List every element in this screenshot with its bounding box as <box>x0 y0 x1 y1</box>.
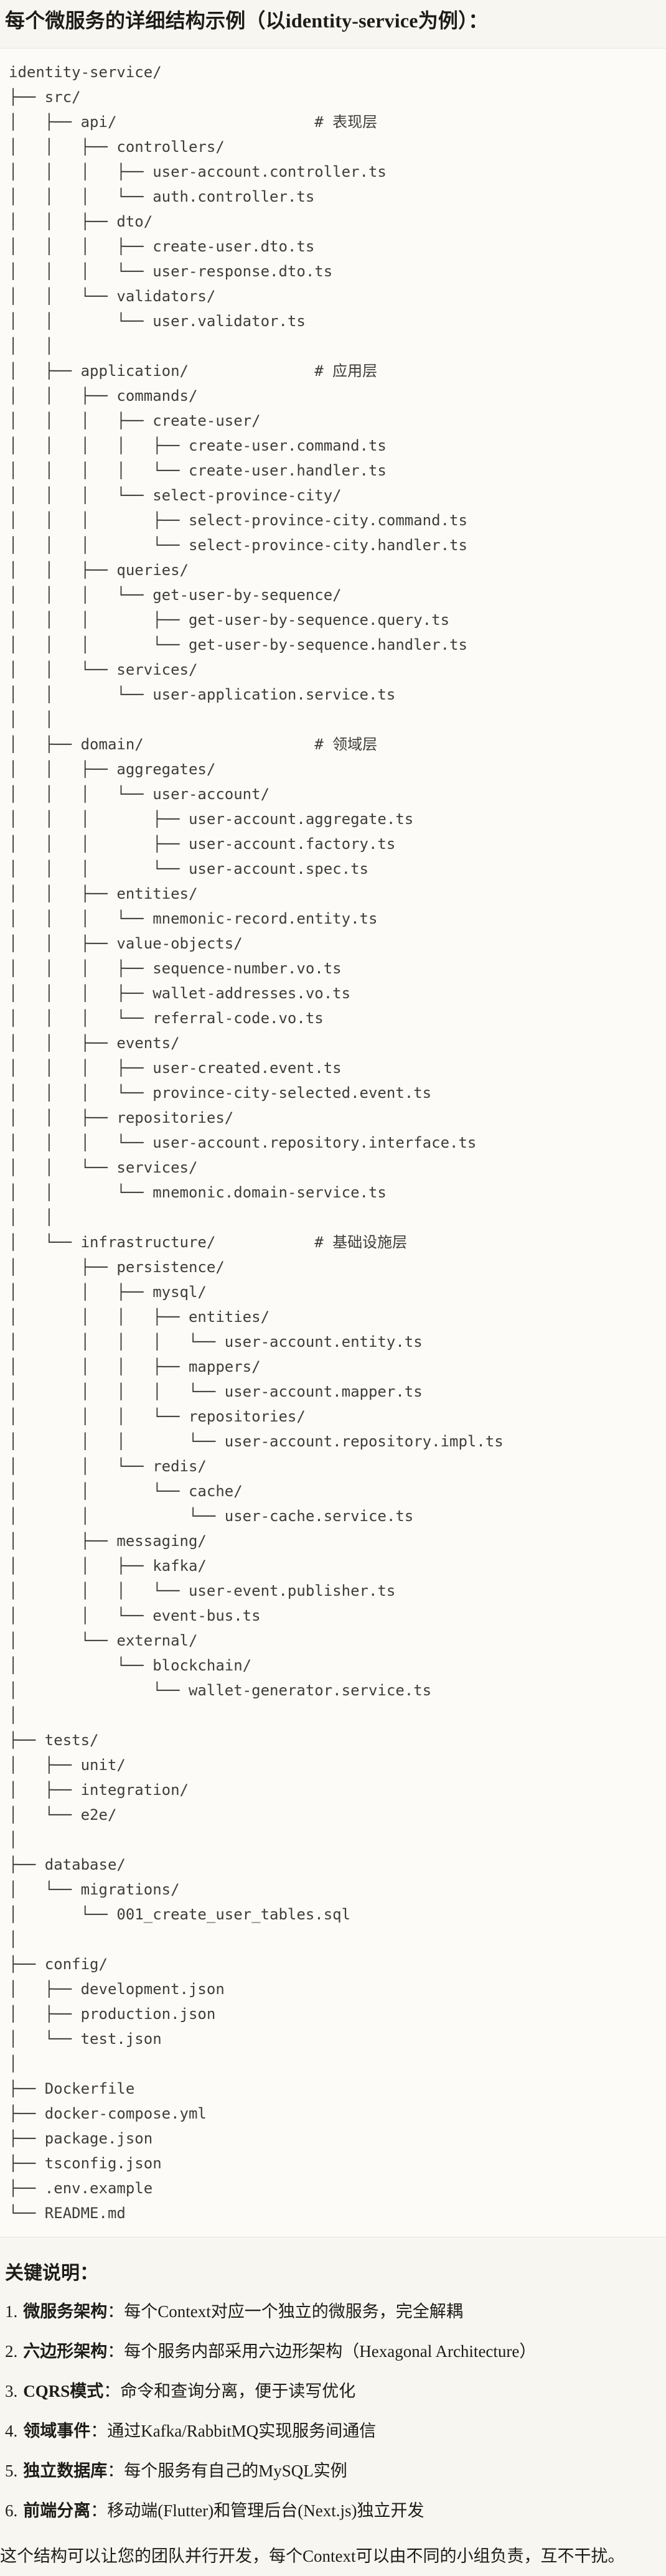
note-colon: ： <box>107 2461 124 2480</box>
note-colon: ： <box>107 2342 124 2361</box>
note-item: 3. CQRS模式：命令和查询分离，便于读写优化 <box>5 2381 661 2403</box>
notes-heading: 关键说明： <box>5 2263 98 2284</box>
note-number: 1. <box>5 2302 18 2321</box>
note-number: 5. <box>5 2461 18 2480</box>
note-label: CQRS模式 <box>23 2382 104 2400</box>
code-block: identity-service/ ├── src/ │ ├── api/ # … <box>0 48 666 2238</box>
note-label: 领域事件 <box>23 2421 91 2440</box>
note-number: 6. <box>5 2501 18 2520</box>
note-colon: ： <box>103 2382 121 2400</box>
note-text: 每个服务内部采用六边形架构（Hexagonal Architecture） <box>124 2342 537 2361</box>
note-text: 移动端(Flutter)和管理后台(Next.js)独立开发 <box>107 2501 424 2520</box>
note-label: 六边形架构 <box>23 2342 108 2361</box>
note-item: 1. 微服务架构：每个Context对应一个独立的微服务，完全解耦 <box>5 2301 661 2323</box>
note-colon: ： <box>90 2501 108 2520</box>
note-label: 独立数据库 <box>23 2461 108 2480</box>
page-title: 每个微服务的详细结构示例（以identity-service为例）： <box>5 9 489 32</box>
note-label: 前端分离 <box>23 2501 91 2520</box>
note-colon: ： <box>107 2302 124 2321</box>
closing-paragraph: 这个结构可以让您的团队并行开发，每个Context可以由不同的小组负责，互不干扰… <box>0 2546 625 2565</box>
note-text: 通过Kafka/RabbitMQ实现服务间通信 <box>107 2421 377 2440</box>
directory-tree: identity-service/ ├── src/ │ ├── api/ # … <box>0 48 666 2238</box>
note-text: 每个服务有自己的MySQL实例 <box>124 2461 347 2480</box>
note-label: 微服务架构 <box>23 2302 108 2321</box>
note-number: 3. <box>5 2382 18 2400</box>
note-item: 6. 前端分离：移动端(Flutter)和管理后台(Next.js)独立开发 <box>5 2500 661 2522</box>
note-text: 每个Context对应一个独立的微服务，完全解耦 <box>124 2302 463 2321</box>
note-item: 4. 领域事件：通过Kafka/RabbitMQ实现服务间通信 <box>5 2420 661 2443</box>
note-item: 2. 六边形架构：每个服务内部采用六边形架构（Hexagonal Architec… <box>5 2341 661 2363</box>
note-colon: ： <box>90 2421 108 2440</box>
notes-list: 1.微服务架构：每个Context对应一个独立的微服务，完全解耦 2.六边形架构… <box>0 2301 666 2522</box>
note-number: 2. <box>5 2342 18 2361</box>
note-item: 5. 独立数据库：每个服务有自己的MySQL实例 <box>5 2460 661 2483</box>
note-number: 4. <box>5 2421 18 2440</box>
note-text: 命令和查询分离，便于读写优化 <box>120 2382 356 2400</box>
